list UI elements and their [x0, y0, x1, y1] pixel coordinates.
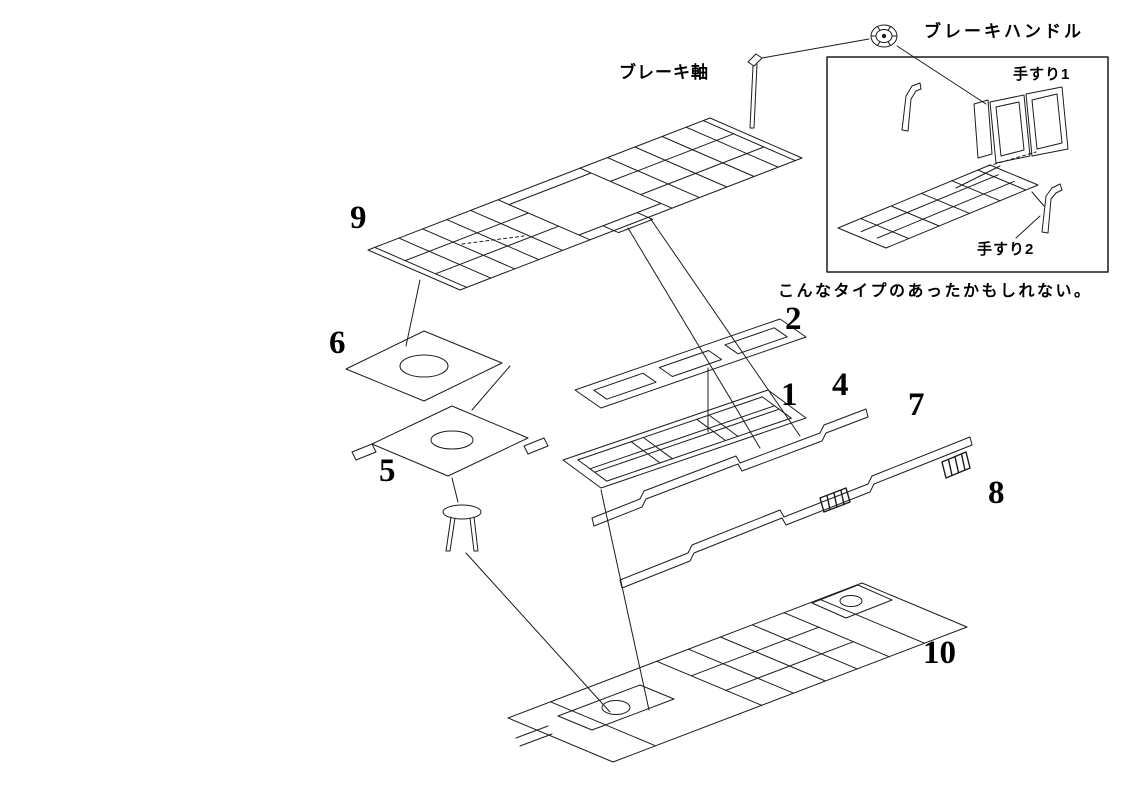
part-4-side-sill-drawing — [591, 408, 869, 527]
part-number-1: 1 — [781, 377, 798, 413]
leader-lines — [405, 217, 801, 713]
handrail-2-label: 手すり2 — [977, 241, 1035, 258]
part-number-7: 7 — [908, 387, 925, 423]
brake-shaft-part-drawing — [747, 53, 763, 129]
part-5-panel-drawing — [351, 405, 549, 477]
brake-handle-label: ブレーキハンドル — [924, 22, 1084, 41]
part-9-deck-drawing — [367, 117, 803, 291]
part-7-side-sill-drawing — [619, 436, 973, 589]
part-number-9: 9 — [350, 200, 367, 236]
leader-shaft-to-handle — [761, 38, 870, 59]
leader-handle-to-inset — [896, 45, 987, 105]
handrail-1-label: 手すり1 — [1013, 66, 1071, 83]
part-1-floor-drawing — [562, 389, 807, 489]
small-stand-part-drawing — [442, 504, 482, 552]
brake-handle-wheel-icon — [870, 24, 898, 48]
part-number-8: 8 — [988, 475, 1005, 511]
part-number-4: 4 — [832, 367, 849, 403]
variant-note: こんなタイプのあったかもしれない。 — [778, 283, 1093, 300]
part-8-step-drawing — [941, 451, 971, 479]
variant-inset-box — [826, 56, 1109, 273]
brake-shaft-label: ブレーキ軸 — [619, 63, 709, 82]
part-2-frame-drawing — [574, 318, 807, 409]
part-number-10: 10 — [923, 635, 956, 671]
part-number-5: 5 — [379, 453, 396, 489]
step-block-on-sill-drawing — [819, 487, 851, 513]
part-number-2: 2 — [785, 301, 802, 337]
part-6-panel-drawing — [345, 330, 503, 402]
part-number-6: 6 — [329, 325, 346, 361]
part-10-underframe-drawing — [507, 582, 968, 763]
